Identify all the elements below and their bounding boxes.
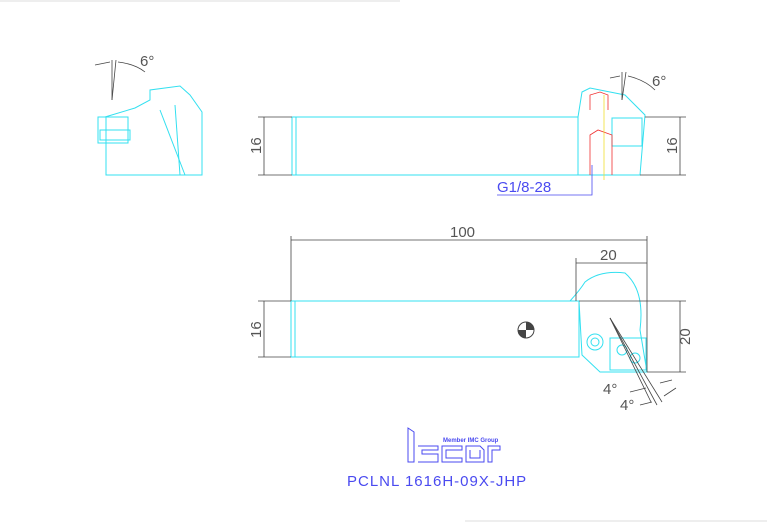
center-mark-icon <box>517 321 535 339</box>
length-label: 100 <box>450 224 475 241</box>
iscar-logo: Member IMC Group <box>407 427 501 463</box>
thread-label: G1/8-28 <box>497 179 551 196</box>
angle-label: 6° <box>140 53 154 70</box>
logo-tagline: Member IMC Group <box>443 438 499 444</box>
end-view: 6° <box>94 53 203 176</box>
head-length-label: 20 <box>600 247 617 264</box>
plan-view: 100 20 16 20 4° 4° <box>248 224 694 414</box>
height-label: 16 <box>248 321 265 338</box>
height-label: 16 <box>248 137 265 154</box>
part-number: PCLNL 1616H-09X-JHP <box>347 473 527 490</box>
angle-label: 6° <box>652 73 666 90</box>
angle-label: 4° <box>603 381 617 398</box>
angle-label: 4° <box>620 397 634 414</box>
width-label: 20 <box>677 328 694 345</box>
height-label: 16 <box>664 137 681 154</box>
side-view: 16 16 6° G1/8-28 <box>248 71 686 196</box>
